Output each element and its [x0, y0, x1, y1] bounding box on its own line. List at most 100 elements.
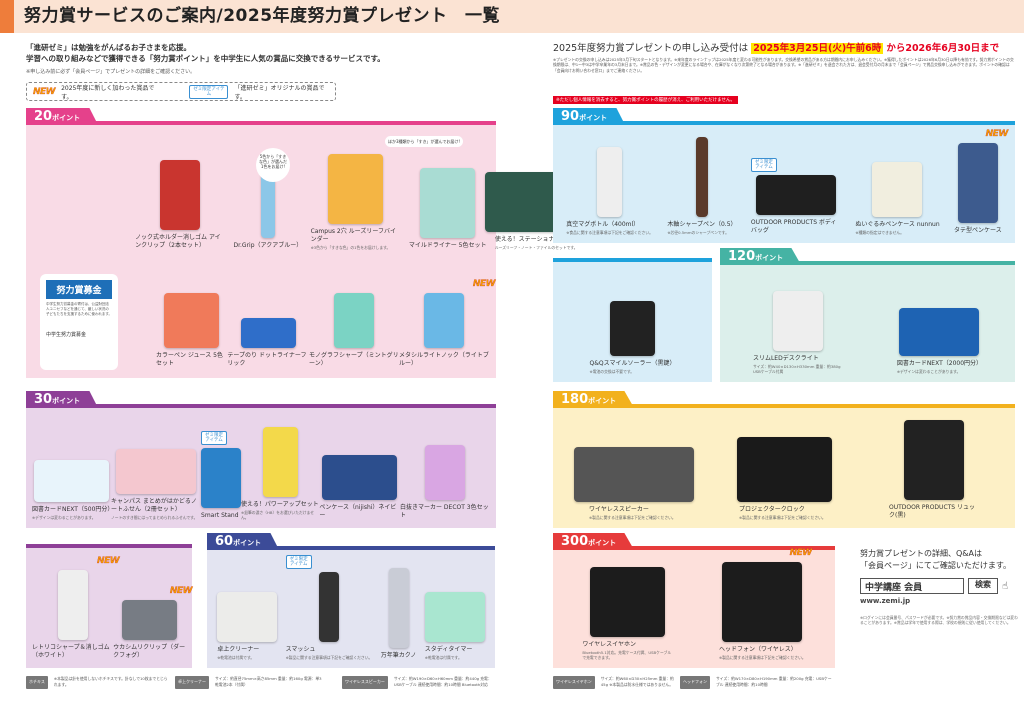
donation-card: 努力賞募金 中学生努力賞募金の寄付は、公益財団法人ユニセフなどを通じて、厳しい状…	[40, 274, 118, 370]
product-image	[899, 308, 980, 356]
product-image	[772, 291, 823, 351]
application-start: 2025年3月25日(火)午前6時	[751, 43, 884, 54]
product-image	[262, 427, 298, 497]
product-image	[597, 147, 623, 217]
item-name: カラーペン ジュース 5色セット	[156, 352, 223, 367]
section-tab-p90: 90ポイント	[553, 108, 626, 125]
prize-item[interactable]: ぬいぐるみペンケース nunnun※種類の指定はできません。	[855, 162, 940, 235]
prize-item[interactable]: プロジェクタークロック※製品に関する注意事項は下記をご確認ください。	[736, 437, 832, 520]
site-url[interactable]: www.zemi.jp	[860, 597, 911, 605]
item-name: メタシルライトノック（ライトブルー）	[399, 352, 489, 367]
donation-caption: 中学生努力賞募金	[46, 332, 87, 338]
prize-item[interactable]: カラーペン ジュース 5色セット	[156, 293, 227, 368]
note-text: ※本製品は針を使用しないホチキスです。針なしで10枚までとじられます。	[53, 676, 168, 687]
prize-item[interactable]: メタシルライトノック（ライトブルー）NEW	[399, 279, 496, 368]
item-note: ※鉛筆の濃さ（HB）をお選びいただけません。	[241, 510, 315, 520]
item-name: ウカシムリクリップ（ダークフォグ）	[113, 644, 186, 659]
prize-item[interactable]: モノグラフシャープ（ミントグリーン）	[309, 293, 399, 368]
points-unit: ポイント	[52, 114, 81, 122]
item-note: ※製品に関する注意事項は下記をご確認ください。	[739, 515, 826, 520]
item-name: ワイヤレススピーカー	[589, 506, 649, 513]
item-note: ※乾電池は付属です。	[217, 655, 255, 660]
points-unit: ポイント	[52, 397, 81, 405]
item-name: レトリコシャープ＆消しゴム（ホワイト）	[32, 644, 110, 659]
prize-item[interactable]: Q&Qスマイルソーラー（黒鍵）※電池の交換は不要です。	[589, 301, 675, 374]
cursor-icon: ☝	[1002, 580, 1009, 592]
section-divider	[720, 261, 1015, 265]
section-tab-p30: 30ポイント	[26, 391, 99, 408]
prize-item[interactable]: 万年筆カクノ	[380, 568, 417, 660]
prize-item[interactable]: 真空マグボトル（400ml）※食品に関する注意事項は下記をご確認ください。	[566, 147, 653, 235]
item-note: ※デザインは変わることがあります。	[32, 515, 96, 520]
item-name: OUTDOOR PRODUCTS ボディバッグ	[750, 219, 837, 234]
prize-item[interactable]: ノック式ホルダー消しゴム アインクリップ（2本セット）	[135, 160, 225, 250]
prize-item[interactable]: 木軸シャープペン（0.5） ※芯径0.5mmのシャープペンです。	[667, 137, 737, 235]
search-button[interactable]: 検索	[968, 578, 998, 594]
prize-item[interactable]: ゼミ限定アイテムスマッシュ※製品に関する注意事項は下記をご確認ください。	[285, 555, 373, 660]
item-row: Q&Qスマイルソーラー（黒鍵）※電池の交換は不要です。	[553, 262, 712, 382]
prize-item[interactable]: キャンパス まとめがはかどるノートふせん（2冊セット）ノートのすき間にはってまと…	[111, 449, 201, 520]
prize-item[interactable]: テープのり ドットライナーフリック	[227, 318, 309, 368]
prize-item[interactable]: ウカシムリクリップ（ダークフォグ）NEW	[113, 586, 192, 660]
product-image	[904, 420, 964, 500]
item-note: ※電池の交換は不要です。	[589, 369, 635, 374]
prize-item[interactable]: 図書カードNEXT（500円分）※デザインは変わることがあります。	[32, 460, 113, 520]
section-tab-p300: 300ポイント	[553, 533, 635, 550]
prize-item[interactable]: ワイヤレススピーカー※製品に関する注意事項は下記をご確認ください。	[574, 447, 694, 520]
product-image	[240, 318, 296, 348]
application-warning: ※ただし個人情報を消去すると、努力賞ポイントの履歴が消え、ご利用いただけません。	[553, 96, 738, 104]
section-divider	[26, 404, 496, 408]
prize-item[interactable]: 図書カードNEXT（2000円分）※デザインは変わることがあります。	[897, 308, 982, 374]
product-image	[328, 154, 384, 224]
note-text: サイズ：約W60×D30×H25mm 重量：約45g ※本製品は防水仕様ではあり…	[600, 676, 674, 687]
prize-item[interactable]: 白抜きマーカー DECOT 3色セット	[400, 445, 490, 520]
prize-item[interactable]: Campus 2穴 ルーズリーフバインダー※3色から「すきな色」の1色をお届けし…	[311, 154, 401, 250]
note-tag: ホチキス	[26, 676, 48, 689]
points-unit: ポイント	[579, 114, 608, 122]
search-input[interactable]: 中学講座 会員	[860, 578, 964, 594]
item-name: モノグラフシャープ（ミントグリーン）	[309, 352, 399, 367]
points-value: 300	[561, 534, 589, 549]
item-note: ※製品に関する注意事項は下記をご確認ください。	[285, 655, 373, 660]
note-speaker: ワイヤレススピーカーサイズ：約W190×D60×H60mm 重量：約440g 充…	[342, 676, 497, 689]
item-name: ワイヤレスイヤホン	[582, 641, 636, 648]
product-image	[574, 447, 694, 502]
legend-new-text: 2025年度に新しく加わった賞品です。	[61, 84, 155, 101]
item-name: 真空マグボトル（400ml）	[566, 221, 640, 228]
item-note: ※製品に関する注意事項は下記をご確認ください。	[718, 655, 806, 660]
points-value: 30	[34, 392, 53, 407]
item-name: 万年筆カクノ	[380, 652, 417, 659]
note-tag: ワイヤレススピーカー	[342, 676, 388, 689]
prize-item[interactable]: ヘッドフォン（ワイヤレス）※製品に関する注意事項は下記をご確認ください。NEW	[718, 548, 812, 660]
item-name: 木軸シャープペン（0.5）	[667, 221, 737, 228]
info-line1: 努力賞プレゼントの詳細、Q&Aは	[860, 549, 983, 558]
item-name: マイルドライナー 5色セット	[408, 242, 487, 249]
product-image	[425, 445, 465, 500]
item-note: ※芯径0.5mmのシャープペンです。	[667, 230, 729, 235]
item-note: ※乾電池は付属です。	[424, 655, 462, 660]
note-text: サイズ：約W190×D60×H60mm 重量：約440g 充電：USBケーブル …	[393, 676, 492, 687]
prize-item[interactable]: マイルドライナー 5色セット	[409, 168, 487, 250]
note-text: サイズ：約W170×D80×H190mm 重量：約200g 充電：USBケーブル…	[716, 676, 832, 687]
prize-item[interactable]: 卓上クリーナー※乾電池は付属です。	[217, 592, 278, 660]
section-divider	[553, 546, 835, 550]
zemi-badge: ゼミ限定アイテム	[285, 555, 312, 569]
note-hotchkiss: ホチキス ※本製品は針を使用しないホチキスです。針なしで10枚までとじられます。	[26, 676, 169, 689]
section-divider	[26, 121, 496, 125]
points-unit: ポイント	[755, 254, 784, 262]
section-tab-p120: 120ポイント	[720, 248, 802, 265]
application-period: 2025年度努力賞プレゼントの申し込み受付は 2025年3月25日(火)午前6時…	[553, 43, 999, 55]
prize-item[interactable]: スタディタイマー※乾電池は付属です。	[424, 592, 485, 660]
prize-item[interactable]: ペンケース（nijishi）ネイビー	[319, 455, 400, 520]
prize-item[interactable]: スリムLEDデスクライトサイズ：約W40×D130×H330mm 重量：約380…	[753, 291, 843, 374]
prize-item[interactable]: レトリコシャープ＆消しゴム（ホワイト）NEW	[32, 556, 120, 660]
prize-item[interactable]: OUTDOOR PRODUCTS リュック(黒)	[889, 420, 979, 520]
prize-item[interactable]: 使える！パワーアップセット※鉛筆の濃さ（HB）をお選びいただけません。	[241, 427, 319, 520]
donation-desc: 中学生努力賞募金の寄付は、公益財団法人ユニセフなどを通じて、厳しい状況の子どもた…	[46, 302, 112, 316]
